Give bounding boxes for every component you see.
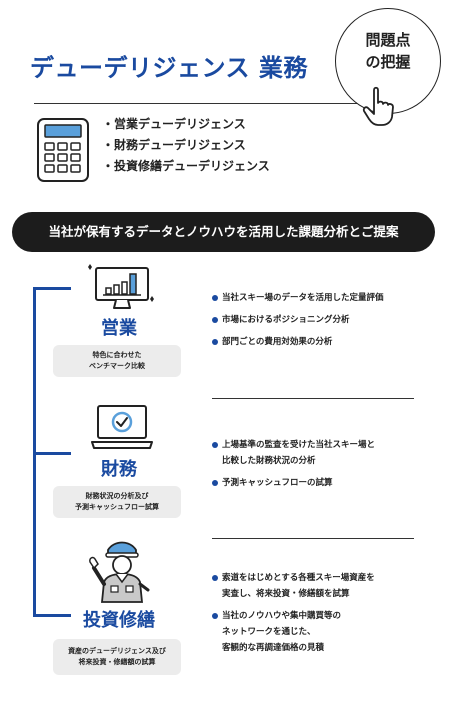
point-line: 実査し、将来投資・修繕額を試算: [222, 589, 350, 599]
point-item: 当社のノウハウや集中購買等の ネットワークを通じた、 客観的な再調達価格の見積: [212, 608, 417, 656]
service-item-sales: ・営業デューデリジェンス: [102, 117, 246, 131]
service-item-investment: ・投資修繕デューデリジェンス: [102, 159, 270, 173]
bracket-arm-investment: [33, 614, 71, 617]
page-title: デューデリジェンス 業務: [30, 54, 308, 82]
note-sales: 特色に合わせた ベンチマーク比較: [53, 345, 181, 377]
point-item: 部門ごとの費用対効果の分析: [212, 334, 417, 350]
points-finance: 上場基準の監査を受けた当社スキー場と 比較した財務状況の分析 予測キャッシュフロ…: [212, 437, 417, 497]
point-line: 索道をはじめとする各種スキー場資産を: [222, 573, 375, 583]
pointing-hand-icon: [362, 86, 394, 126]
bracket-arm-finance: [33, 452, 71, 455]
point-item: 索道をはじめとする各種スキー場資産を 実査し、将来投資・修繕額を試算: [212, 570, 417, 602]
note-investment-line-1: 資産のデューデリジェンス及び: [68, 647, 166, 655]
monitor-chart-icon: [88, 264, 154, 309]
point-line: 客観的な再調達価格の見積: [222, 643, 325, 653]
point-line: ネットワークを通じた、: [222, 627, 316, 637]
points-sales: 当社スキー場のデータを活用した定量評価 市場におけるポジショニング分析 部門ごと…: [212, 290, 417, 356]
note-finance: 財務状況の分析及び 予測キャッシュフロー試算: [53, 486, 181, 518]
point-item: 予測キャッシュフローの試算: [212, 475, 417, 491]
point-line: 上場基準の監査を受けた当社スキー場と: [222, 440, 376, 450]
note-finance-line-1: 財務状況の分析及び: [85, 492, 149, 500]
point-line: 当社スキー場のデータを活用した定量評価: [222, 293, 384, 303]
section-title-sales: 営業: [101, 318, 137, 339]
note-investment: 資産のデューデリジェンス及び 将来投資・修繕額の試算: [53, 639, 181, 675]
laptop-check-icon: [91, 405, 153, 449]
point-item: 市場におけるポジショニング分析: [212, 312, 417, 328]
point-line: 市場におけるポジショニング分析: [222, 315, 350, 325]
note-sales-line-1: 特色に合わせた: [92, 351, 142, 359]
section-title-finance: 財務: [101, 459, 137, 480]
section-title-investment: 投資修繕: [83, 610, 155, 631]
note-investment-line-2: 将来投資・修繕額の試算: [78, 658, 156, 666]
note-sales-line-2: ベンチマーク比較: [89, 362, 145, 370]
points-investment: 索道をはじめとする各種スキー場資産を 実査し、将来投資・修繕額を試算 当社のノウ…: [212, 570, 417, 662]
service-list: ・営業デューデリジェンス ・財務デューデリジェンス ・投資修繕デューデリジェンス: [102, 114, 270, 177]
point-item: 上場基準の監査を受けた当社スキー場と 比較した財務状況の分析: [212, 437, 417, 469]
point-line: 予測キャッシュフローの試算: [222, 478, 333, 488]
title-divider: [34, 103, 392, 104]
point-line: 当社のノウハウや集中購買等の: [222, 611, 342, 621]
bracket-arm-sales: [33, 287, 71, 290]
section-divider: [212, 538, 414, 539]
point-line: 比較した財務状況の分析: [222, 456, 316, 466]
mechanic-worker-icon: [89, 541, 150, 603]
point-line: 部門ごとの費用対効果の分析: [222, 337, 333, 347]
problem-badge: 問題点 の把握: [335, 8, 441, 114]
proposal-banner: 当社が保有するデータとノウハウを活用した課題分析とご提案: [12, 212, 435, 252]
note-finance-line-2: 予測キャッシュフロー試算: [75, 503, 159, 511]
point-item: 当社スキー場のデータを活用した定量評価: [212, 290, 417, 306]
badge-line-2: の把握: [365, 53, 411, 71]
section-divider: [212, 398, 414, 399]
badge-line-1: 問題点: [365, 31, 411, 49]
calculator-icon: [37, 118, 89, 182]
service-item-finance: ・財務デューデリジェンス: [102, 138, 246, 152]
